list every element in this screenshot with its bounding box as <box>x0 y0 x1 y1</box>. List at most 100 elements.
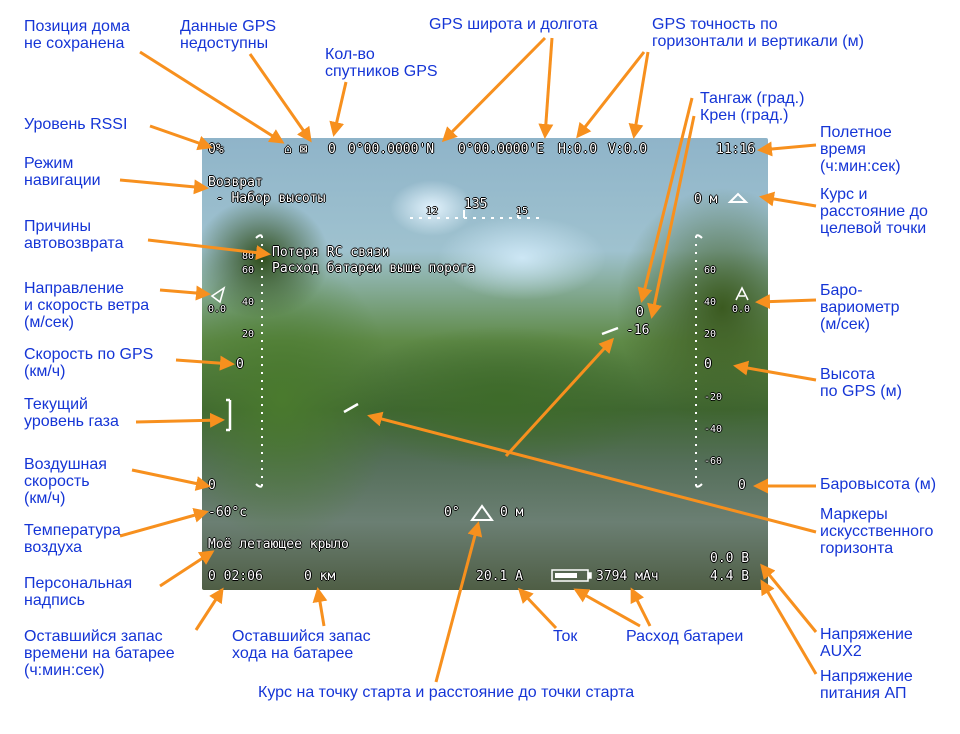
osd-wind-speed: 0.0 <box>208 304 227 315</box>
label-throttle: Текущий уровень газа <box>24 396 119 430</box>
osd-right-scale-neg20: -20 <box>704 392 723 403</box>
label-gps-speed: Скорость по GPS (км/ч) <box>24 346 154 380</box>
label-gps-accuracy: GPS точность по горизонтали и вертикали … <box>652 16 864 50</box>
arrow-air-temp <box>119 508 209 538</box>
arrow-vdop <box>628 51 650 139</box>
osd-left-scale-20: 20 <box>242 329 255 340</box>
osd-vdop: V:0.0 <box>608 142 648 157</box>
osd-longitude: 0°00.0000'E <box>458 142 545 157</box>
label-sat-count: Кол-во спутников GPS <box>325 46 438 80</box>
label-battery-range: Оставшийся запас хода на батарее <box>232 628 371 662</box>
label-gps-unavailable: Данные GPS недоступны <box>180 18 277 52</box>
osd-screen: 0% ⌂ ⊠ 0 0°00.0000'N 0°00.0000'E H:0.0 V… <box>202 138 768 590</box>
osd-left-scale-40: 40 <box>242 297 255 308</box>
osd-heading-left: 12 <box>426 206 439 217</box>
label-rssi: Уровень RSSI <box>24 116 128 133</box>
arrow-battery-usage-2 <box>630 587 652 627</box>
arrow-rssi <box>149 124 213 151</box>
osd-airspeed: 0 <box>208 478 216 493</box>
osd-pitch: 0 <box>636 305 644 320</box>
osd-craft-name: Моё летающее крыло <box>208 537 349 552</box>
label-vario: Баро- вариометр (м/сек) <box>820 282 900 333</box>
arrow-current <box>517 587 558 630</box>
label-wind: Направление и скорость ветра (м/сек) <box>24 280 150 331</box>
arrow-gps-lat <box>441 36 547 143</box>
osd-right-scale-20: 20 <box>704 329 717 340</box>
osd-heading-right: 15 <box>516 206 529 217</box>
osd-temperature: -60°c <box>208 505 248 520</box>
osd-home-heading: 0° <box>444 505 460 520</box>
altitude-scale <box>695 234 703 488</box>
arrow-home-not-saved <box>139 50 285 144</box>
osd-gps-alt: 0 <box>704 357 712 372</box>
horizon-marker <box>343 326 619 414</box>
label-airspeed: Воздушная скорость (км/ч) <box>24 456 107 507</box>
label-horizon-markers: Маркеры искусственного горизонта <box>820 506 934 557</box>
osd-rssi: 0% <box>208 142 224 157</box>
home-heading-icon <box>470 504 494 521</box>
osd-target-dist: 0 м <box>694 192 718 207</box>
label-gps-latlon: GPS широта и долгота <box>429 16 598 33</box>
arrow-gps-lon <box>538 37 554 139</box>
arrow-fc-volt <box>760 579 818 675</box>
osd-sat-icons: ⌂ ⊠ <box>284 142 308 157</box>
osd-right-scale-neg60: -60 <box>704 456 723 467</box>
osd-home-dist: 0 м <box>500 505 524 520</box>
label-baro-alt: Баровысота (м) <box>820 476 937 493</box>
label-battery-time: Оставшийся запас времени на батарее (ч:м… <box>24 628 175 679</box>
arrow-battery-usage-1 <box>573 588 641 628</box>
arrow-sat-count <box>329 81 348 137</box>
label-air-temp: Температура воздуха <box>24 522 121 556</box>
label-rth-reasons: Причины автовозврата <box>24 218 124 252</box>
arrow-battery-time <box>194 587 224 631</box>
label-heading-target: Курс и расстояние до целевой точки <box>820 186 928 237</box>
osd-current: 20.1 A <box>476 569 523 584</box>
osd-battery-time: 0 02:06 <box>208 569 263 584</box>
target-heading-icon <box>727 192 749 203</box>
osd-right-scale-60: 60 <box>704 265 717 276</box>
osd-vario-value: 0.0 <box>732 304 751 315</box>
osd-gps-speed: 0 <box>236 357 244 372</box>
osd-baro-alt: 0 <box>738 478 746 493</box>
arrow-hdop <box>576 51 646 139</box>
throttle-bar <box>226 398 232 432</box>
label-nav-mode: Режим навигации <box>24 155 101 189</box>
label-gps-alt: Высота по GPS (м) <box>820 366 902 400</box>
osd-aux2: 0.0 B <box>710 551 750 566</box>
label-personal-text: Персональная надпись <box>24 575 133 609</box>
osd-flight-time: 11:16 <box>716 142 756 157</box>
heading-ruler <box>410 210 542 219</box>
osd-sat-count: 0 <box>328 142 336 157</box>
osd-battery-range: 0 км <box>304 569 336 584</box>
osd-heading-center: 135 <box>464 197 488 212</box>
arrow-heading-target <box>759 191 817 208</box>
label-pitch-roll: Тангаж (град.) Крен (град.) <box>700 90 805 124</box>
osd-mah: 3794 мАч <box>596 569 659 584</box>
osd-right-scale-neg40: -40 <box>704 424 723 435</box>
arrow-aux2 <box>760 563 818 633</box>
osd-mode-line1: Возврат <box>208 175 263 190</box>
arrow-battery-range <box>312 587 328 627</box>
vario-arrow-icon <box>735 286 749 301</box>
arrow-wind <box>159 285 211 301</box>
osd-roll: -16 <box>626 323 650 338</box>
osd-rth-reason1: Потеря RC связи <box>272 245 390 260</box>
arrow-nav-mode <box>119 178 209 195</box>
osd-latitude: 0°00.0000'N <box>348 142 435 157</box>
osd-rth-reason2: Расход батареи выше порога <box>272 261 476 276</box>
osd-right-scale-40: 40 <box>704 297 717 308</box>
arrow-gps-unavailable <box>248 53 312 143</box>
label-current: Ток <box>553 628 578 645</box>
battery-icon <box>551 569 592 582</box>
label-home-not-saved: Позиция дома не сохранена <box>24 18 130 52</box>
osd-fc-volt: 4.4 B <box>710 569 750 584</box>
arrow-airspeed <box>131 468 211 491</box>
osd-hdop: H:0.0 <box>558 142 598 157</box>
label-home-heading: Курс на точку старта и расстояние до точ… <box>258 684 635 701</box>
osd-left-scale-60: 60 <box>242 265 255 276</box>
label-flight-time: Полетное время (ч:мин:сек) <box>820 124 901 175</box>
label-fc-voltage: Напряжение питания АП <box>820 668 913 702</box>
speed-scale <box>255 234 263 488</box>
osd-left-scale-80: 80 <box>242 251 255 262</box>
label-aux2-voltage: Напряжение AUX2 <box>820 626 913 660</box>
